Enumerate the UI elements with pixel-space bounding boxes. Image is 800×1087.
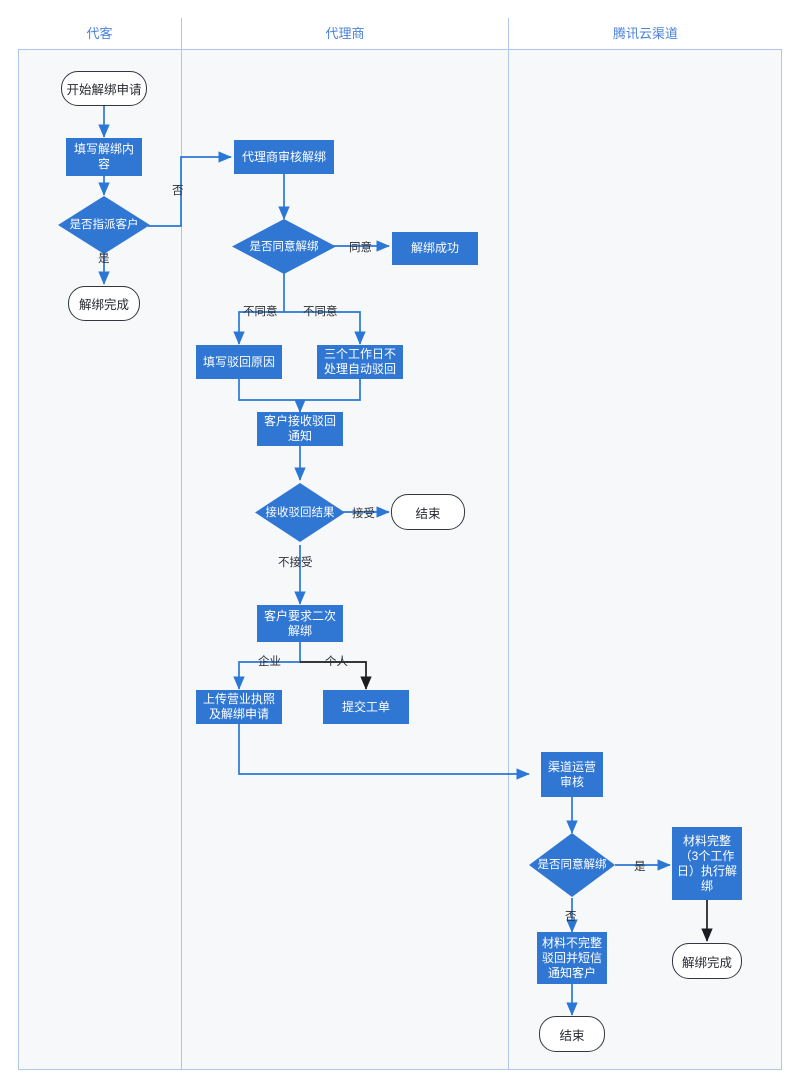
node-material-complete[interactable]: 材料完整（3个工作日）执行解绑 [672, 827, 742, 900]
node-agent-review[interactable]: 代理商审核解绑 [234, 140, 334, 174]
node-end-tencent[interactable]: 结束 [539, 1016, 605, 1052]
node-start-unbind[interactable]: 开始解绑申请 [61, 71, 147, 106]
lane-title-agent: 代理商 [325, 26, 365, 41]
edge-label-disagree-left: 不同意 [243, 306, 278, 318]
node-agree-unbind-tencent[interactable]: 是否同意解绑 [529, 833, 615, 897]
lane-divider-1 [181, 18, 182, 1070]
edge-label-agree: 同意 [349, 242, 372, 254]
node-material-incomplete[interactable]: 材料不完整驳回并短信通知客户 [537, 932, 607, 984]
node-unbind-done-left[interactable]: 解绑完成 [68, 286, 140, 321]
lane-title-customer: 代客 [86, 26, 113, 41]
node-receive-reject-result[interactable]: 接收驳回结果 [255, 483, 345, 542]
node-unbind-done-right[interactable]: 解绑完成 [672, 943, 742, 979]
edge-label-personal: 个人 [325, 656, 348, 668]
edge-label-no-assign: 否 [172, 185, 184, 197]
node-second-unbind-request[interactable]: 客户要求二次解绑 [257, 605, 343, 642]
node-receive-reject-result-label: 接收驳回结果 [265, 506, 335, 519]
node-assign-customer[interactable]: 是否指派客户 [58, 196, 150, 254]
node-upload-license[interactable]: 上传营业执照及解绑申请 [196, 690, 282, 724]
node-customer-receive-notice[interactable]: 客户接收驳回通知 [257, 412, 343, 446]
node-agree-unbind-label: 是否同意解绑 [249, 240, 319, 253]
edge-label-yes-assign: 是 [98, 253, 110, 265]
lane-divider-2 [508, 18, 509, 1070]
edge-label-tencent-no: 否 [565, 911, 577, 923]
node-end-agent[interactable]: 结束 [391, 494, 465, 530]
swimlane-header-row [18, 18, 782, 50]
node-agree-unbind[interactable]: 是否同意解绑 [232, 219, 336, 274]
node-assign-customer-label: 是否指派客户 [69, 219, 139, 231]
swimlane-frame [18, 18, 782, 1070]
edge-label-accept: 接受 [352, 508, 375, 520]
edge-label-enterprise: 企业 [258, 656, 281, 668]
edge-label-disagree-right: 不同意 [303, 306, 338, 318]
node-unbind-success[interactable]: 解绑成功 [392, 232, 478, 265]
lane-title-tencent: 腾讯云渠道 [612, 26, 678, 41]
node-fill-reject-reason[interactable]: 填写驳回原因 [196, 345, 282, 379]
node-channel-ops-review[interactable]: 渠道运营审核 [541, 752, 603, 797]
edge-label-tencent-yes: 是 [634, 861, 646, 873]
edge-label-not-accept: 不接受 [278, 557, 313, 569]
node-fill-unbind[interactable]: 填写解绑内容 [66, 138, 142, 176]
node-submit-ticket[interactable]: 提交工单 [323, 690, 409, 724]
node-agree-unbind-tencent-label: 是否同意解绑 [537, 859, 607, 871]
node-auto-reject[interactable]: 三个工作日不处理自动驳回 [317, 345, 403, 379]
